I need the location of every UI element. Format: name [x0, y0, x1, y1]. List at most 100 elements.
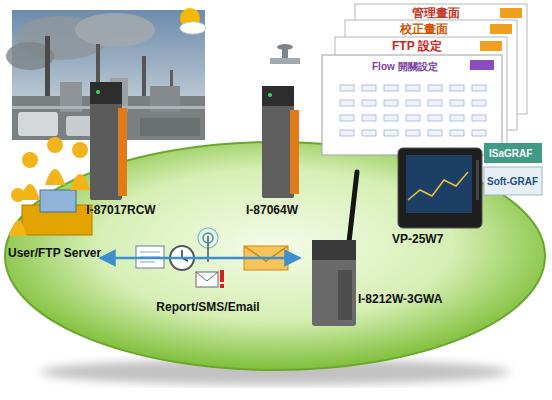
module-top [90, 82, 122, 104]
screen-title: Soft-GRAF [487, 175, 538, 188]
envelope-flap [244, 246, 288, 261]
touch-panel [398, 148, 482, 228]
smoke [75, 13, 155, 47]
grid-cell [340, 115, 354, 121]
status-led [96, 90, 100, 94]
grid-cell [472, 130, 486, 136]
page-button [500, 8, 522, 18]
grid-cell [406, 100, 420, 106]
module-top [312, 240, 356, 260]
status-led [268, 93, 272, 97]
signal-wave [203, 233, 213, 243]
settings-grid [340, 85, 486, 136]
grid-cell [362, 85, 376, 91]
grid-cell [428, 100, 442, 106]
device-node: I-87064W [232, 78, 312, 218]
antenna-icon [207, 236, 209, 262]
storage-tank [18, 112, 58, 136]
grid-cell [450, 130, 464, 136]
grid-cell [406, 130, 420, 136]
valve-icon [270, 44, 300, 64]
module-body [262, 86, 294, 198]
person-head [47, 137, 63, 153]
device-node: User/FTP Server [8, 128, 100, 263]
grid-cell [384, 115, 398, 121]
screen-title: ISaGRAF [489, 147, 532, 160]
panel-frame [398, 148, 482, 228]
grid-cell [450, 115, 464, 121]
page-button [470, 60, 494, 70]
page-button [490, 24, 512, 34]
screen-title: 校正畫面 [400, 23, 448, 36]
gateway-module [312, 172, 357, 326]
grid-cell [428, 130, 442, 136]
alert-dot [220, 284, 224, 288]
device-label: User/FTP Server [8, 246, 100, 260]
module-body [312, 240, 356, 326]
isagraf-logo [484, 143, 542, 163]
module-body [90, 82, 122, 200]
device-node: I-87017RCW [71, 78, 171, 218]
monitor [40, 190, 76, 212]
grid-cell [384, 100, 398, 106]
grid-cell [472, 100, 486, 106]
screenshot-stack [322, 4, 527, 155]
double-arrow [100, 257, 300, 260]
device-label: I-87064W [232, 203, 312, 217]
envelope-icon [244, 246, 288, 270]
person-body [45, 169, 65, 185]
mail-icon [196, 272, 218, 287]
report-line [140, 252, 160, 253]
person-body [70, 174, 90, 190]
edge-label: Report/SMS/Email [138, 300, 278, 314]
device-label: I-8212W-3GWA [358, 292, 450, 306]
grid-cell [472, 115, 486, 121]
grid-cell [450, 85, 464, 91]
grid-cell [384, 130, 398, 136]
io-module [262, 86, 299, 198]
device-node: VP-25W7 [382, 140, 490, 246]
grid-cell [406, 115, 420, 121]
mail-flap [196, 272, 218, 281]
panel-screen [406, 155, 472, 213]
report-line [140, 262, 155, 263]
person-body [9, 221, 27, 237]
screen-page [322, 55, 502, 155]
alert-mark [220, 270, 224, 282]
clock-hands [182, 250, 188, 261]
grid-cell [428, 115, 442, 121]
signal-wave [198, 228, 218, 248]
report-icon [136, 246, 164, 268]
grid-cell [362, 130, 376, 136]
grid-cell [428, 85, 442, 91]
valve-wheel [277, 44, 293, 50]
grid-cell [450, 100, 464, 106]
terminal-strip [290, 110, 299, 194]
grid-cell [472, 85, 486, 91]
person-head [22, 152, 38, 168]
screen-trend [408, 172, 468, 200]
device-node: I-8212W-3GWA [300, 168, 450, 330]
device-label: I-87017RCW [71, 203, 171, 217]
module-top [262, 86, 294, 106]
grid-cell [362, 100, 376, 106]
antenna [349, 172, 357, 242]
user-group-icon [9, 137, 92, 236]
io-module [90, 82, 127, 200]
pipe [270, 58, 300, 64]
softgraf-logo [484, 167, 542, 195]
grid-cell [340, 100, 354, 106]
page-button [480, 41, 502, 51]
screen-title: FTP 設定 [392, 40, 442, 53]
grid-cell [340, 130, 354, 136]
plant-building [140, 118, 200, 136]
grid-cell [340, 85, 354, 91]
weather-icon [180, 8, 206, 34]
device-label: VP-25W7 [392, 232, 482, 246]
panel-side [476, 160, 479, 200]
terminal-strip [118, 108, 127, 196]
screen-title: Flow 開關設定 [372, 60, 438, 73]
